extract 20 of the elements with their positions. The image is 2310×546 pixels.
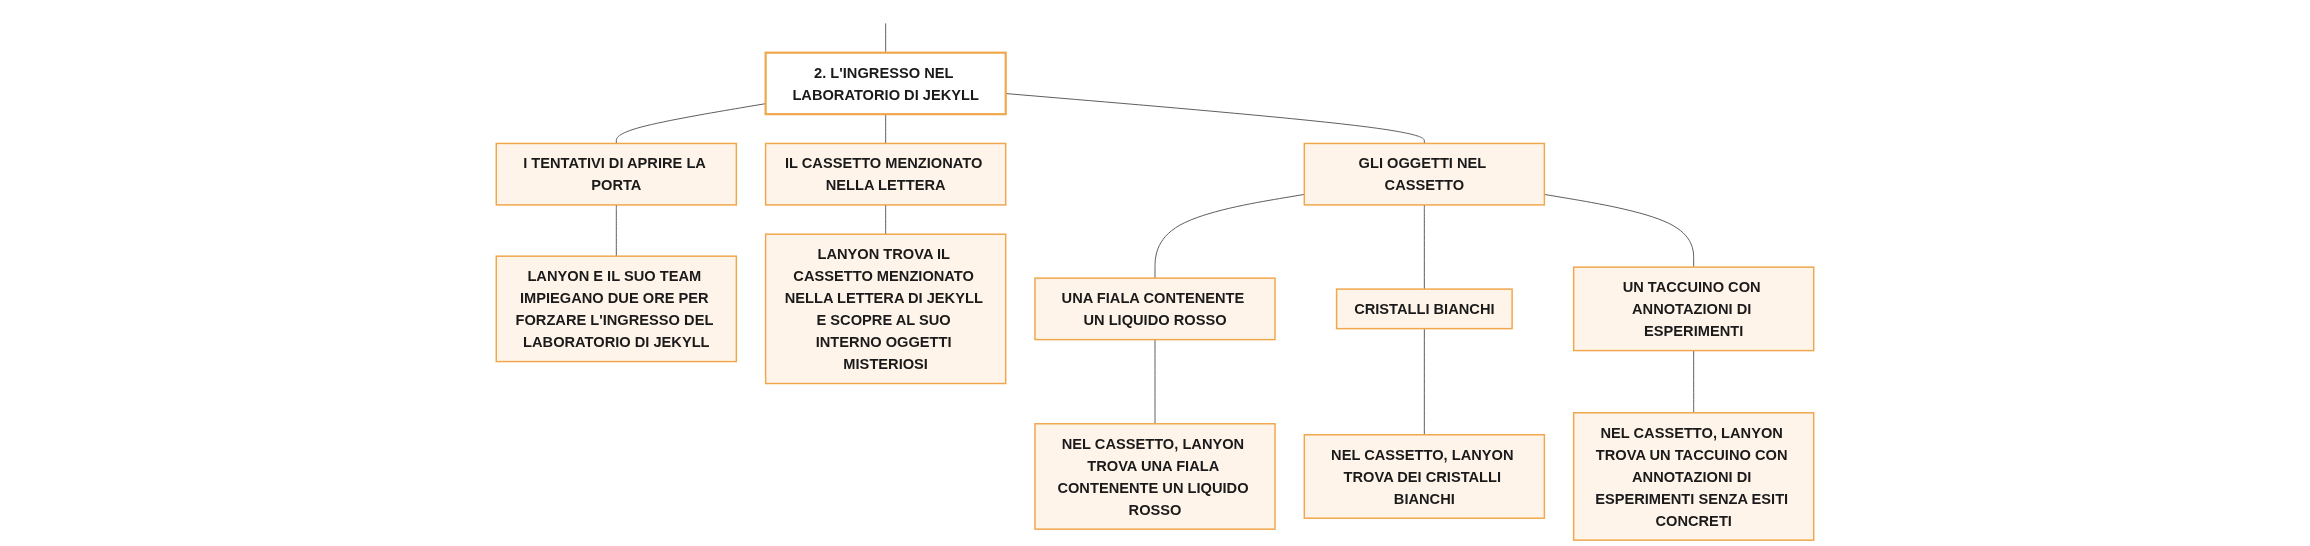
node-box: LANYON E IL SUO TEAM IMPIEGANO DUE ORE PER FORZARE L'INGRESSO DEL LABORATORIO DI JEKYLL [495, 255, 738, 363]
connector [1154, 339, 1156, 425]
node-box: UN TACCUINO CON ANNOTAZIONI DI ESPERIMENTI [1572, 266, 1815, 352]
node-box: CRISTALLI BIANCHI [1335, 288, 1513, 330]
node-box: I TENTATIVI DI APRIRE LA PORTA [495, 142, 738, 206]
connector [885, 204, 887, 235]
node-box: UNA FIALA CONTENENTE UN LIQUIDO ROSSO [1034, 277, 1276, 341]
connector [615, 204, 617, 257]
node-box: LANYON TROVA IL CASSETTO MENZIONATO NELLA LETTERA DI JEKYLL E SCOPRE AL SUO INTERNO OGGETTI MISTERIOSI [764, 233, 1007, 385]
node-box: NEL CASSETTO, LANYON TROVA UN TACCUINO CON ANNOTAZIONI DI ESPERIMENTI SENZA ESITI CONCRETI [1572, 412, 1815, 541]
connector [1005, 93, 1425, 144]
node-box: NEL CASSETTO, LANYON TROVA DEI CRISTALLI BIANCHI [1303, 434, 1546, 519]
node-box: IL CASSETTO MENZIONATO NELLA LETTERA [764, 142, 1007, 206]
node-box: 2. L'INGRESSO NEL LABORATORIO DI JEKYLL [764, 51, 1007, 116]
node-box: GLI OGGETTI NEL CASSETTO [1303, 142, 1546, 206]
connector [1154, 193, 1305, 279]
connector [1423, 204, 1425, 290]
connector [1693, 350, 1695, 414]
connector [1423, 328, 1425, 436]
node-box: NEL CASSETTO, LANYON TROVA UNA FIALA CONTENENTE UN LIQUIDO ROSSO [1034, 423, 1276, 530]
